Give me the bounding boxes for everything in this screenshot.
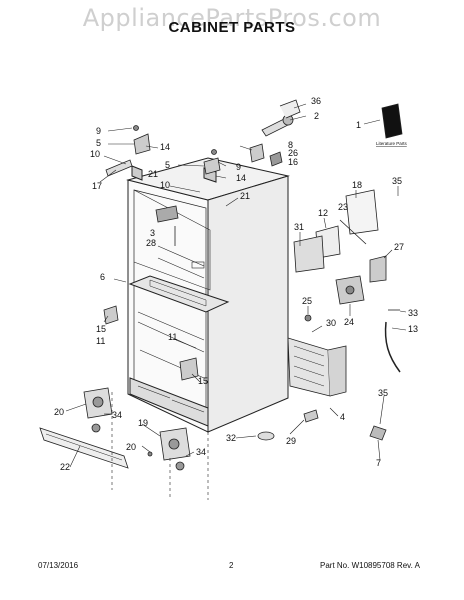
callout-22: 22 — [60, 462, 70, 472]
callout-17: 17 — [92, 181, 102, 191]
callout-33: 33 — [408, 308, 418, 318]
callout-14: 14 — [160, 142, 170, 152]
refrigerator-cabinet — [126, 157, 290, 433]
callout-10b: 10 — [160, 180, 170, 190]
callout-21: 21 — [148, 169, 158, 179]
callout-35b: 35 — [378, 388, 388, 398]
callout-9: 9 — [96, 126, 101, 136]
callout-24: 24 — [344, 317, 354, 327]
callout-36: 36 — [311, 96, 321, 106]
callout-5b: 5 — [165, 160, 170, 170]
parts-group — [39, 99, 403, 500]
callout-35: 35 — [392, 176, 402, 186]
callout-20b: 20 — [126, 442, 136, 452]
callout-16: 16 — [288, 157, 298, 167]
callout-29: 29 — [286, 436, 296, 446]
callout-3: 3 — [150, 228, 155, 238]
callout-2: 2 — [314, 111, 319, 121]
callout-12: 12 — [318, 208, 328, 218]
callout-20: 20 — [54, 407, 64, 417]
callout-25: 25 — [302, 296, 312, 306]
callout-1: 1 — [356, 120, 361, 130]
callout-23: 23 — [338, 202, 348, 212]
callout-8: 8 — [288, 140, 293, 150]
callout-28: 28 — [146, 238, 156, 248]
footer-page-number: 2 — [229, 561, 234, 570]
callout-31: 31 — [294, 222, 304, 232]
callout-18: 18 — [352, 180, 362, 190]
callout-26: 26 — [288, 148, 298, 158]
callout-19: 19 — [138, 418, 148, 428]
callout-5: 5 — [96, 138, 101, 148]
callout-10: 10 — [90, 149, 100, 159]
watermark-text: AppliancePartsPros.com — [82, 4, 382, 32]
callout-labels: 36 2 1 Literature Parts 9 5 14 8 26 16 1… — [54, 96, 418, 472]
callout-15b: 15 — [198, 376, 208, 386]
page-title: CABINET PARTS — [168, 19, 296, 36]
footer-part-number: Part No. W10895708 Rev. A — [320, 561, 420, 570]
callout-11b: 11 — [168, 332, 177, 342]
callout-6: 6 — [100, 272, 105, 282]
footer-date: 07/13/2016 — [38, 561, 79, 570]
callout-9b: 9 — [236, 162, 241, 172]
literature-parts-label: Literature Parts — [376, 141, 408, 146]
callout-14b: 14 — [236, 173, 246, 183]
callout-11: 11 — [96, 336, 105, 346]
callout-4: 4 — [340, 412, 345, 422]
leader-lines — [65, 103, 407, 468]
callout-7: 7 — [376, 458, 381, 468]
callout-34b: 34 — [196, 447, 206, 457]
callout-27: 27 — [394, 242, 404, 252]
callout-13: 13 — [408, 324, 418, 334]
callout-34: 34 — [112, 410, 122, 420]
callout-32: 32 — [226, 433, 236, 443]
callout-15: 15 — [96, 324, 106, 334]
callout-30: 30 — [326, 318, 336, 328]
callout-21b: 21 — [240, 191, 250, 201]
